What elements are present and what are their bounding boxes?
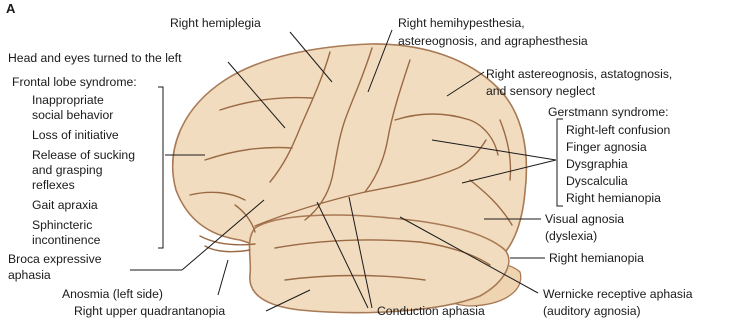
leader-anosmia	[218, 260, 228, 295]
frontal-item-5b: incontinence	[32, 233, 101, 247]
gerstmann-brace	[557, 119, 563, 206]
gerstmann-item-4: Dyscalculia	[566, 174, 628, 188]
gerstmann-item-3: Dysgraphia	[566, 157, 628, 171]
gerstmann-item-2: Finger agnosia	[566, 140, 647, 154]
frontal-title: Frontal lobe syndrome:	[12, 75, 137, 89]
label-astereognosis-2: and sensory neglect	[486, 84, 596, 98]
label-broca-1: Broca expressive	[8, 252, 102, 266]
label-wernicke-2: (auditory agnosia)	[543, 304, 641, 318]
frontal-item-1a: Inappropriate	[32, 93, 104, 107]
label-conduction: Conduction aphasia	[377, 304, 485, 318]
frontal-item-2: Loss of initiative	[32, 128, 119, 142]
frontal-item-3b: and grasping	[32, 163, 102, 177]
olfactory-tract	[205, 246, 250, 252]
label-visual-agnosia-1: Visual agnosia	[545, 212, 624, 226]
gerstmann-item-5: Right hemianopia	[566, 191, 661, 205]
gerstmann-item-1: Right-left confusion	[566, 123, 670, 137]
label-visual-agnosia-2: (dyslexia)	[545, 229, 597, 243]
label-right-hemiplegia: Right hemiplegia	[170, 16, 261, 30]
label-right-hemianopia: Right hemianopia	[549, 251, 644, 265]
frontal-item-1b: social behavior	[32, 108, 113, 122]
label-wernicke-1: Wernicke receptive aphasia	[543, 287, 693, 301]
frontal-item-3c: reflexes	[32, 178, 75, 192]
frontal-item-4: Gait apraxia	[32, 198, 98, 212]
label-quadrantanopia: Right upper quadrantanopia	[74, 304, 225, 318]
frontal-item-5a: Sphincteric	[32, 218, 92, 232]
brain-illustration	[173, 44, 527, 313]
label-broca-2: aphasia	[8, 268, 51, 282]
frontal-item-3a: Release of sucking	[32, 148, 135, 162]
label-hemihypesthesia-1: Right hemihypesthesia,	[398, 16, 525, 30]
label-head-eyes: Head and eyes turned to the left	[8, 51, 182, 65]
label-astereognosis-1: Right astereognosis, astatognosis,	[486, 67, 672, 81]
label-anosmia: Anosmia (left side)	[62, 287, 163, 301]
gerstmann-title: Gerstmann syndrome:	[548, 105, 669, 119]
frontal-brace	[158, 87, 163, 248]
label-hemihypesthesia-2: astereognosis, and agraphesthesia	[398, 34, 588, 48]
panel-label: A	[6, 1, 16, 16]
